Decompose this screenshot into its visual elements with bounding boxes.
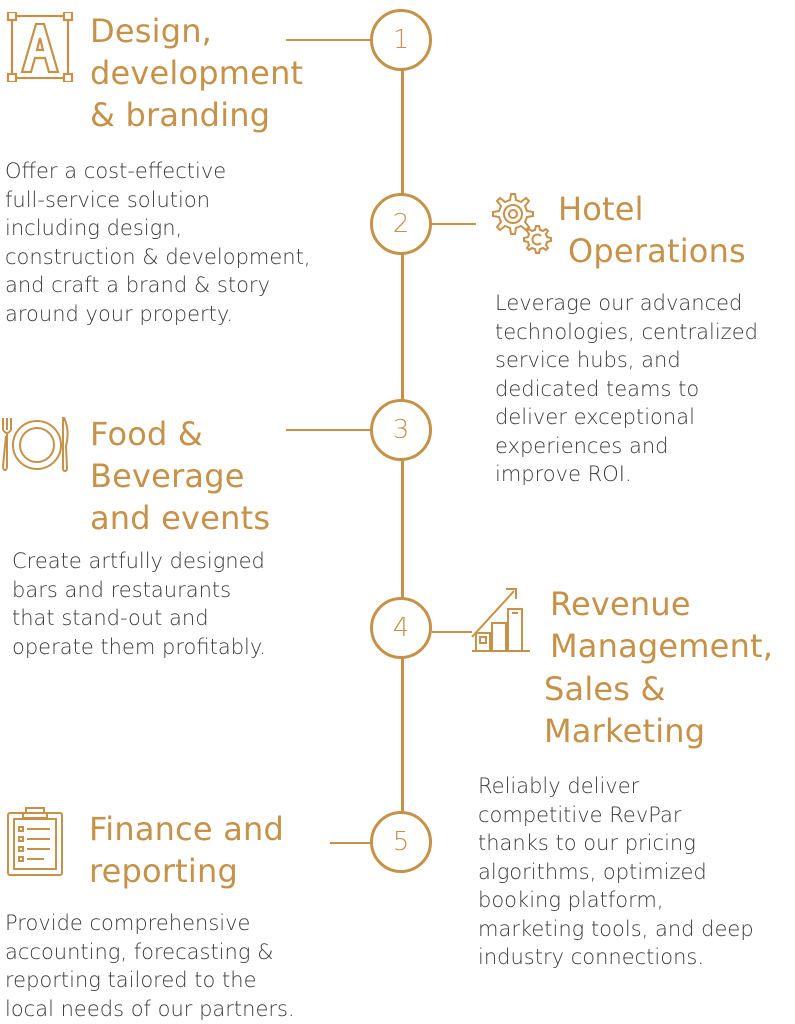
step-title: Finance and reporting bbox=[89, 810, 284, 890]
connector-line bbox=[330, 842, 372, 844]
step-number-badge: 4 bbox=[370, 597, 432, 659]
connector-line bbox=[432, 223, 476, 225]
step-title: Operations bbox=[568, 232, 746, 270]
step-title: Revenue Management, bbox=[550, 585, 774, 665]
connector-line bbox=[286, 429, 372, 431]
gears-icon bbox=[481, 190, 557, 262]
step-number-badge: 5 bbox=[370, 811, 432, 873]
connector-line bbox=[432, 631, 472, 633]
step-description: Provide comprehensive accounting, foreca… bbox=[5, 911, 295, 1021]
step-number-badge: 3 bbox=[370, 399, 432, 461]
step-number-badge: 1 bbox=[370, 9, 432, 71]
step-number-badge: 2 bbox=[370, 193, 432, 255]
step-title: Sales & Marketing bbox=[544, 670, 706, 750]
clipboard-report-icon bbox=[6, 805, 64, 877]
growth-chart-icon bbox=[470, 585, 534, 655]
typography-icon bbox=[6, 12, 74, 82]
connector-line bbox=[286, 39, 372, 41]
step-description: Create artfully designed bars and restau… bbox=[12, 549, 266, 659]
step-title: Hotel bbox=[558, 190, 644, 228]
step-description: Leverage our advanced technologies, cent… bbox=[495, 291, 758, 486]
step-description: Offer a cost-effective full-service solu… bbox=[5, 159, 311, 326]
dining-icon bbox=[0, 416, 72, 474]
step-description: Reliably deliver competitive RevPar than… bbox=[478, 774, 754, 969]
step-title: Food & Beverage and events bbox=[90, 415, 271, 537]
step-title: Design, development & branding bbox=[90, 12, 304, 134]
